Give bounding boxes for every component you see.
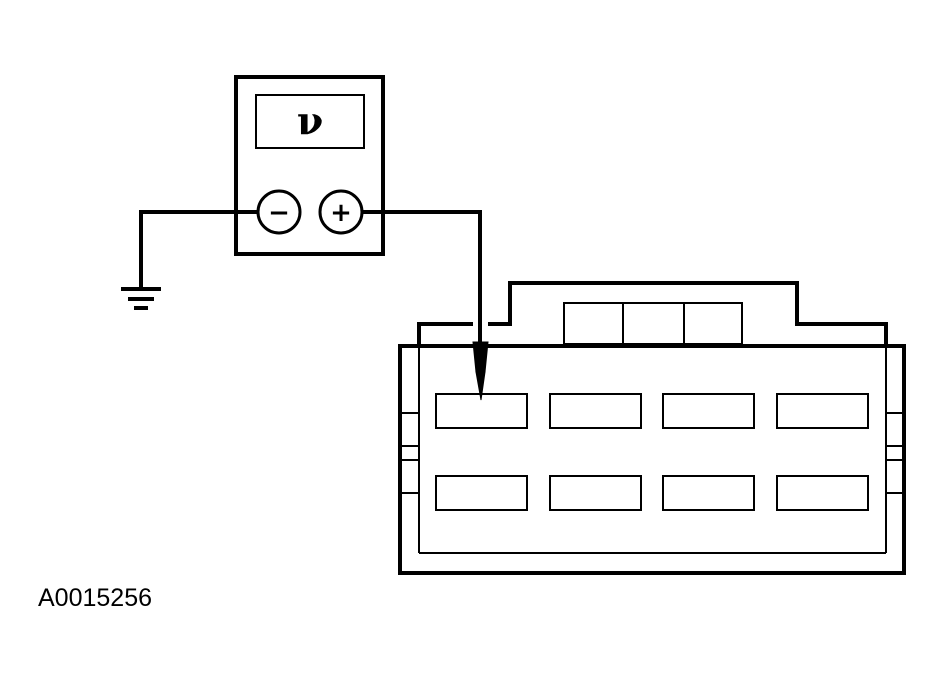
negative-terminal-symbol: −: [268, 198, 290, 228]
voltmeter-display: [255, 94, 365, 149]
ground-symbol-icon: [121, 287, 161, 310]
terminal-cavity: [549, 393, 642, 429]
terminal-cavity: [662, 393, 755, 429]
connector-terminals-row-1: [435, 393, 869, 429]
positive-terminal-symbol: +: [330, 198, 352, 228]
connector-outer-shell: [398, 344, 906, 575]
terminal-cavity: [549, 475, 642, 511]
connector-left-latch: [400, 412, 419, 494]
terminal-cavity: [776, 475, 869, 511]
test-probe-icon: [472, 341, 489, 401]
positive-lead: [362, 210, 482, 342]
voltmeter: ν − +: [234, 75, 385, 256]
terminal-cavity: [776, 393, 869, 429]
voltmeter-housing: [234, 75, 385, 256]
negative-lead-wire: [139, 210, 258, 288]
terminal-cavity: [662, 475, 755, 511]
terminal-cavity: [435, 393, 528, 429]
connector-inner-top-left: [417, 322, 473, 346]
connector: [398, 281, 906, 575]
connector-terminals-row-2: [435, 475, 869, 511]
connector-inner-top: [488, 281, 888, 346]
negative-lead: [139, 210, 258, 288]
terminal-cavity: [435, 475, 528, 511]
voltmeter-display-symbol: ν: [297, 98, 323, 143]
connector-lock-tab: [563, 302, 743, 345]
connector-right-latch: [886, 412, 904, 494]
figure-id-label: A0015256: [38, 584, 153, 612]
positive-lead-wire: [362, 210, 482, 342]
